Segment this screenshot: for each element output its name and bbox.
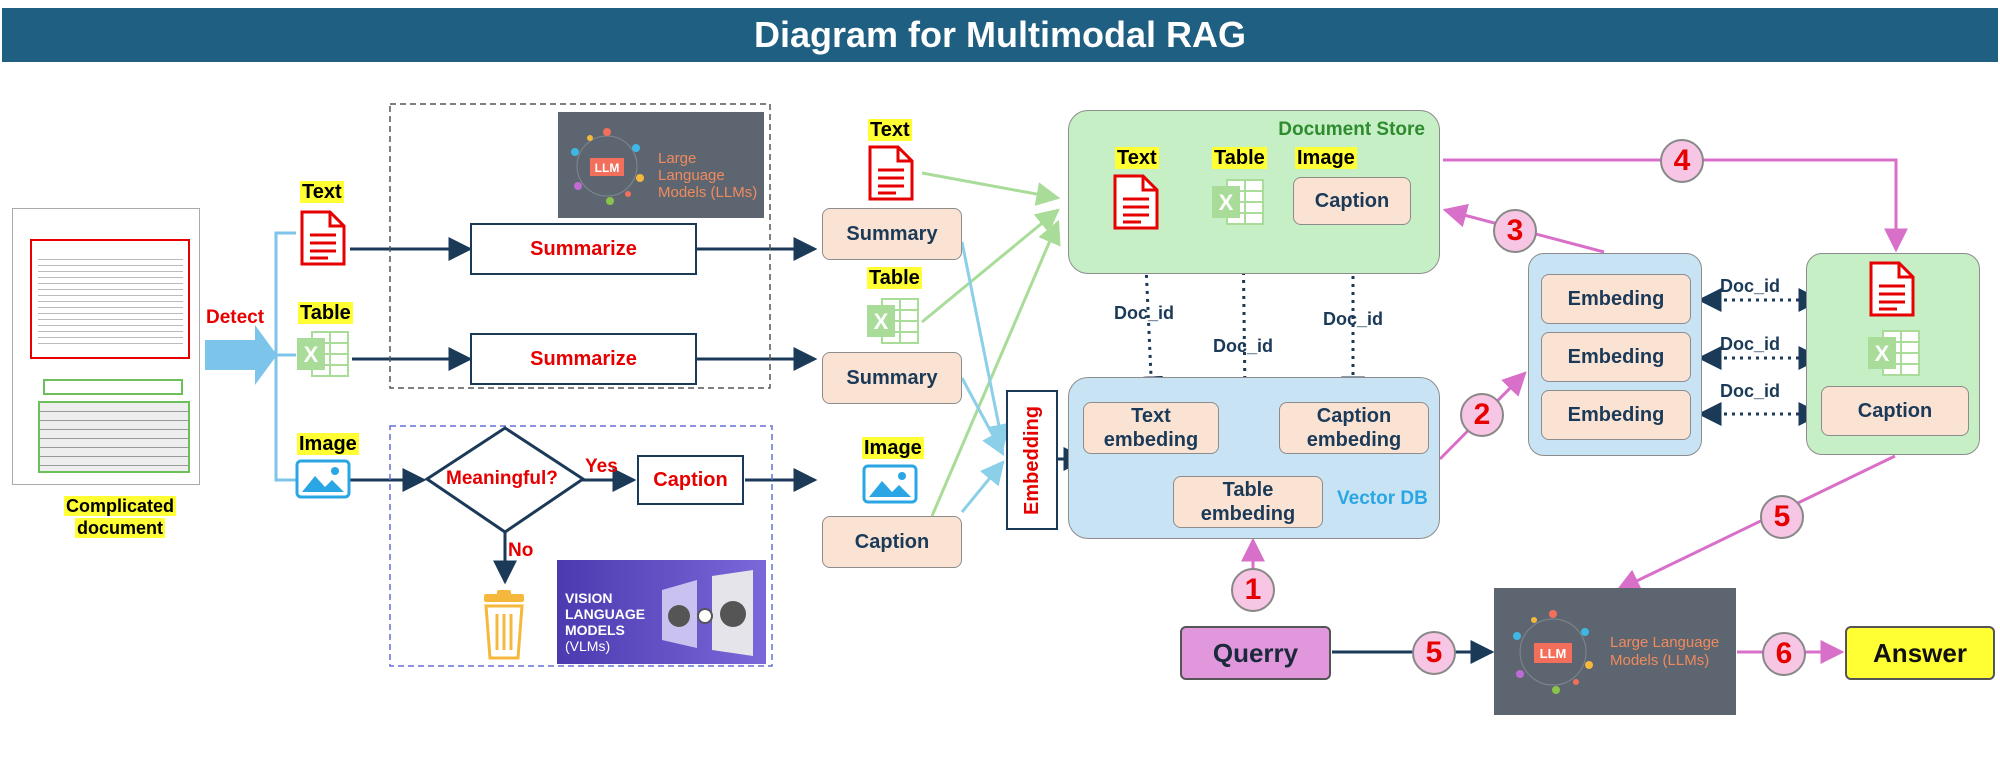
excel-icon: X xyxy=(1868,330,1920,376)
summarize-text-box: Summarize xyxy=(470,223,697,275)
trash-icon xyxy=(484,590,524,660)
step-1-badge: 1 xyxy=(1231,568,1275,612)
excel-icon: X xyxy=(867,298,919,344)
doc-text-lines xyxy=(38,254,183,349)
input-image-label: Image xyxy=(297,433,359,455)
doc-id-label: Doc_id xyxy=(1323,309,1384,329)
store-caption-box: Caption xyxy=(1293,177,1411,225)
embeding-box-2: Embeding xyxy=(1541,332,1691,382)
document-thumbnail xyxy=(12,208,200,485)
summarize-region xyxy=(389,103,771,389)
summary-table-box: Summary xyxy=(822,352,962,404)
embeding-box-1: Embeding xyxy=(1541,274,1691,324)
meaningful-label: Meaningful? xyxy=(446,468,558,489)
store-text-label: Text xyxy=(1115,147,1159,169)
step-4-badge: 4 xyxy=(1660,139,1704,183)
caption-box: Caption xyxy=(637,455,744,505)
llm-icon: LLM xyxy=(571,128,644,205)
page-title: Diagram for Multimodal RAG xyxy=(2,8,1998,62)
right-caption-box: Caption xyxy=(1821,386,1969,436)
svg-text:LLM: LLM xyxy=(1540,646,1567,661)
store-table-label: Table xyxy=(1212,147,1267,169)
summarize-table-box: Summarize xyxy=(470,333,697,385)
doc-id-label: Doc_id xyxy=(1720,334,1781,354)
doc-flow-region xyxy=(43,379,183,395)
yes-label: Yes xyxy=(585,456,618,477)
embeding-stack: Embeding Embeding Embeding xyxy=(1528,253,1702,456)
doc-id-label: Doc_id xyxy=(1114,303,1175,323)
answer-box: Answer xyxy=(1845,626,1995,680)
svg-text:LLM: LLM xyxy=(595,161,620,175)
summary-text-box: Summary xyxy=(822,208,962,260)
input-text-label: Text xyxy=(300,181,344,203)
vector-db-title: Vector DB xyxy=(1337,488,1428,509)
image-icon xyxy=(295,459,351,499)
document-icon xyxy=(1113,174,1159,230)
no-label: No xyxy=(508,540,534,561)
document-icon xyxy=(300,210,346,266)
embeding-box-3: Embeding xyxy=(1541,390,1691,440)
svg-text:X: X xyxy=(1219,190,1234,215)
step-5-badge-b: 5 xyxy=(1412,631,1456,675)
step-6-badge: 6 xyxy=(1762,632,1806,676)
caption-mid-box: Caption xyxy=(822,516,962,568)
document-icon xyxy=(868,145,914,201)
query-box[interactable]: Querry xyxy=(1180,626,1331,680)
meaningful-diamond xyxy=(424,426,586,534)
document-store-title: Document Store xyxy=(1278,119,1425,140)
svg-text:X: X xyxy=(1875,341,1890,366)
step-5-badge-a: 5 xyxy=(1760,495,1804,539)
image-icon xyxy=(862,464,918,504)
detect-arrow xyxy=(205,325,277,385)
doc-text-region xyxy=(30,239,190,359)
svg-text:X: X xyxy=(874,309,889,334)
doc-table-region xyxy=(38,401,190,473)
document-store: Document Store Text Table X Image Captio… xyxy=(1068,110,1440,274)
store-image-label: Image xyxy=(1295,147,1357,169)
mid-text-label: Text xyxy=(868,119,912,141)
embedding-label: Embedding xyxy=(1020,405,1043,515)
mid-image-label: Image xyxy=(862,437,924,459)
title-text: Diagram for Multimodal RAG xyxy=(753,14,1247,55)
step-2-badge: 2 xyxy=(1460,393,1504,437)
document-icon xyxy=(1869,261,1915,317)
excel-icon: X xyxy=(1212,179,1264,225)
input-table-label: Table xyxy=(298,302,353,324)
doc-id-label: Doc_id xyxy=(1720,276,1781,296)
mid-table-label: Table xyxy=(867,267,922,289)
retrieved-store: X Caption xyxy=(1806,253,1980,455)
doc-id-label: Doc_id xyxy=(1720,381,1781,401)
image-region xyxy=(389,425,773,667)
embedding-box: Embedding xyxy=(1006,390,1058,530)
doc-id-label: Doc_id xyxy=(1213,336,1274,356)
llm-icon: LLM xyxy=(1513,610,1593,694)
vlm-icon xyxy=(662,570,753,656)
detect-label: Detect xyxy=(206,307,265,328)
excel-icon: X xyxy=(297,331,349,377)
step-3-badge: 3 xyxy=(1493,209,1537,253)
svg-text:X: X xyxy=(304,342,319,367)
